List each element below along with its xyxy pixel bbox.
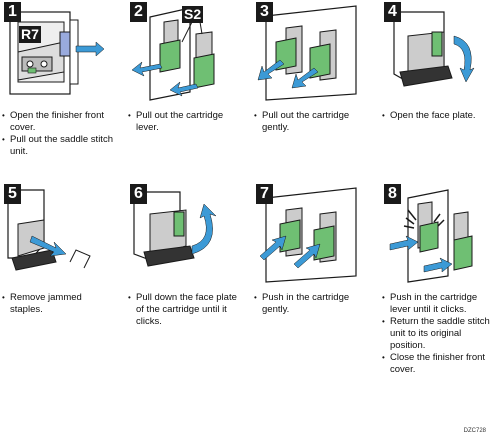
instruction-item: Return the saddle stitch unit to its ori… bbox=[382, 316, 492, 352]
component-tag: R7 bbox=[19, 26, 41, 43]
step-number: 7 bbox=[256, 184, 273, 204]
step-number: 6 bbox=[130, 184, 147, 204]
step-1-illustration: 1 R7 bbox=[4, 2, 108, 102]
step-5-caption: Remove jammed staples. bbox=[2, 292, 114, 316]
step-8-caption: Push in the cartridge lever until it cli… bbox=[382, 292, 492, 376]
step-number: 2 bbox=[130, 2, 147, 22]
step-6-illustration: 6 bbox=[130, 184, 234, 284]
cartridge-lever-drawing bbox=[131, 7, 215, 101]
cartridge-lever-push-drawing bbox=[389, 189, 473, 283]
step-number: 3 bbox=[256, 2, 273, 22]
instruction-item: Close the finisher front cover. bbox=[382, 352, 492, 376]
component-tag: S2 bbox=[182, 6, 204, 23]
instruction-item: Push in the cartridge gently. bbox=[254, 292, 366, 316]
step-3-illustration: 3 bbox=[256, 2, 360, 102]
step-2-caption: Pull out the cartridge lever. bbox=[128, 110, 240, 134]
step-number: 8 bbox=[384, 184, 401, 204]
instruction-item: Open the finisher front cover. bbox=[2, 110, 114, 134]
instruction-item: Pull out the cartridge lever. bbox=[128, 110, 240, 134]
step-number: 4 bbox=[384, 2, 401, 22]
step-7-illustration: 7 bbox=[256, 184, 360, 284]
figure-code: DZC728 bbox=[463, 428, 486, 434]
face-plate-close-drawing bbox=[133, 191, 217, 267]
face-plate-open-drawing bbox=[393, 11, 475, 87]
instruction-item: Push in the cartridge lever until it cli… bbox=[382, 292, 492, 316]
step-number: 1 bbox=[4, 2, 21, 22]
step-4-illustration: 4 bbox=[384, 2, 488, 102]
instruction-item: Pull out the saddle stitch unit. bbox=[2, 134, 114, 158]
step-3-caption: Pull out the cartridge gently. bbox=[254, 110, 366, 134]
step-7-caption: Push in the cartridge gently. bbox=[254, 292, 366, 316]
instruction-item: Pull down the face plate of the cartridg… bbox=[128, 292, 240, 328]
step-1-caption: Open the finisher front cover. Pull out … bbox=[2, 110, 114, 158]
cartridge-push-drawing bbox=[259, 187, 357, 283]
step-8-illustration: 8 bbox=[384, 184, 488, 284]
step-4-caption: Open the face plate. bbox=[382, 110, 492, 122]
cartridge-pull-drawing bbox=[257, 5, 357, 101]
instruction-item: Remove jammed staples. bbox=[2, 292, 114, 316]
instruction-item: Open the face plate. bbox=[382, 110, 492, 122]
step-6-caption: Pull down the face plate of the cartridg… bbox=[128, 292, 240, 328]
jammed-staples-drawing bbox=[7, 189, 91, 271]
step-5-illustration: 5 bbox=[4, 184, 108, 284]
step-number: 5 bbox=[4, 184, 21, 204]
instruction-item: Pull out the cartridge gently. bbox=[254, 110, 366, 134]
step-2-illustration: 2 S2 bbox=[130, 2, 234, 102]
